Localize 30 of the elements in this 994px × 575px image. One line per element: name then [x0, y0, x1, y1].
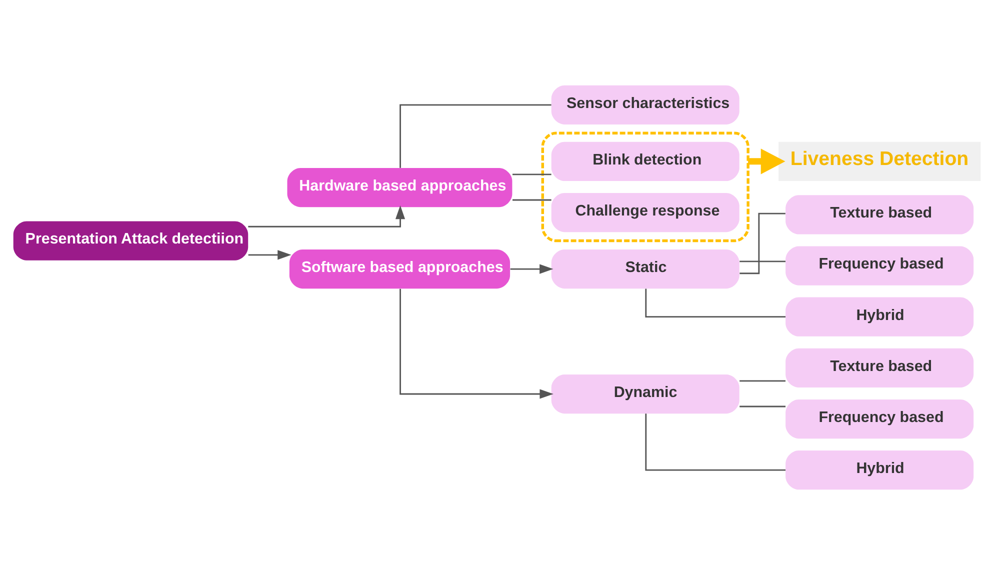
arrow: [248, 205, 406, 228]
node-box: Texture based: [786, 195, 974, 234]
node-box: Frequency based: [786, 246, 974, 286]
node-box: Texture based: [786, 348, 974, 388]
node-box: Presentation Attack detectiion: [13, 221, 248, 260]
node-box: Blink detection: [551, 142, 740, 181]
node-box: Hybrid: [786, 450, 974, 490]
connector: [512, 199, 552, 201]
node-box: Software based approaches: [289, 249, 510, 289]
node-box: Liveness Detection: [778, 142, 981, 181]
arrow: [248, 250, 292, 260]
node-box: Hybrid: [786, 297, 974, 336]
node-box: Challenge response: [551, 192, 740, 232]
connector: [740, 212, 786, 274]
connector: [740, 260, 786, 262]
arrow: [400, 288, 554, 399]
connector: [740, 380, 786, 382]
connector: [645, 288, 786, 318]
node-box: Sensor characteristics: [551, 85, 740, 124]
connector: [400, 104, 552, 168]
node-box: Static: [551, 249, 740, 289]
node-box: Dynamic: [551, 374, 740, 414]
connector: [512, 174, 552, 176]
node-box: Frequency based: [786, 399, 974, 439]
arrow: [748, 148, 786, 174]
cluster: [541, 132, 750, 242]
connector: [645, 414, 786, 471]
connector: [740, 406, 786, 408]
node-box: Hardware based approaches: [287, 168, 512, 208]
arrow: [510, 264, 554, 274]
